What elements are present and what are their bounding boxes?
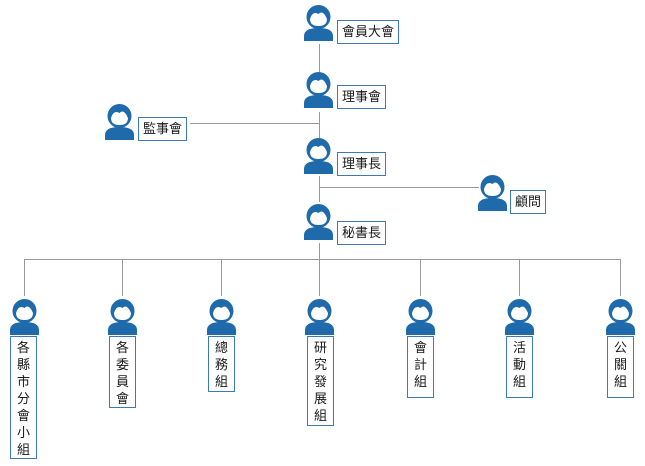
connector-drop-accounting <box>420 259 421 296</box>
connector-secretary-bus <box>319 243 320 260</box>
connector-drop-committees <box>122 259 123 296</box>
label-supervisor: 監事會 <box>138 117 188 141</box>
person-icon <box>207 299 236 335</box>
person-icon <box>304 204 333 240</box>
person-icon <box>10 299 39 335</box>
person-icon <box>304 138 333 174</box>
person-icon <box>606 299 635 335</box>
person-icon <box>304 5 333 41</box>
label-pr: 公關組 <box>607 336 634 398</box>
connector-drop-general <box>221 259 222 296</box>
person-icon <box>304 72 333 108</box>
label-activities: 活動組 <box>506 336 533 398</box>
label-committees: 各委員會 <box>109 336 136 408</box>
person-icon <box>305 299 334 335</box>
label-branch: 各縣市分會小組 <box>10 336 37 459</box>
connector-supervisor <box>190 123 320 124</box>
label-general: 總務組 <box>208 336 235 392</box>
connector-bus <box>24 259 621 260</box>
person-icon <box>505 299 534 335</box>
label-secretary: 秘書長 <box>337 221 387 245</box>
connector-drop-pr <box>620 259 621 296</box>
label-research: 研究發展組 <box>307 336 334 426</box>
person-icon <box>108 299 137 335</box>
person-icon <box>406 299 435 335</box>
connector-advisor <box>319 187 479 188</box>
label-accounting: 會計組 <box>407 336 434 398</box>
connector-drop-research <box>319 259 320 296</box>
connector-assembly-board <box>319 44 320 72</box>
connector-drop-branch <box>24 259 25 296</box>
label-board: 理事會 <box>337 85 387 109</box>
person-icon <box>105 104 134 140</box>
person-icon <box>478 175 507 211</box>
label-assembly: 會員大會 <box>337 20 400 44</box>
label-advisor: 顧問 <box>510 190 547 214</box>
connector-board-chairman <box>319 112 320 138</box>
connector-chairman-secretary <box>319 176 320 202</box>
label-chairman: 理事長 <box>337 152 387 176</box>
connector-drop-activities <box>519 259 520 296</box>
